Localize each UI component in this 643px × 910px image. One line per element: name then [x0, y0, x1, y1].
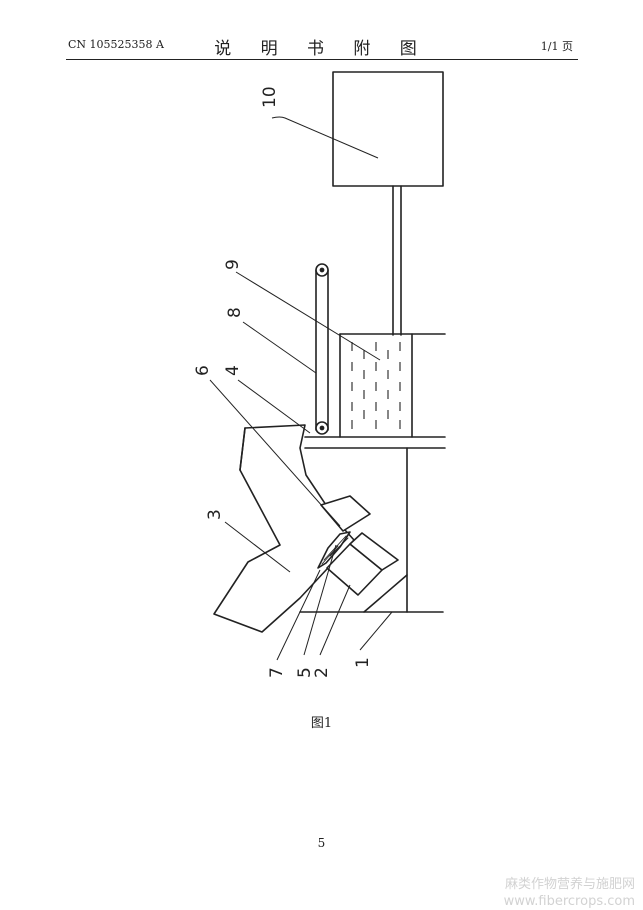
label-7: 7	[267, 667, 287, 678]
label-9: 9	[223, 259, 243, 270]
label-4: 4	[223, 365, 243, 376]
leader-lines	[209, 116, 393, 661]
watermark: 麻类作物营养与施肥网 www.fibercrops.com	[504, 876, 635, 910]
label-10: 10	[260, 86, 280, 108]
label-3: 3	[205, 509, 225, 520]
label-2: 2	[312, 667, 332, 678]
label-1: 1	[353, 657, 373, 668]
figure-caption: 图1	[310, 716, 333, 731]
component-5-plate	[320, 495, 371, 532]
chute-body	[213, 424, 355, 633]
document-title: 说 明 书 附 图	[214, 39, 429, 59]
page-number: 5	[317, 836, 326, 850]
component-10-box	[332, 71, 444, 187]
watermark-line-1: 麻类作物营养与施肥网	[504, 877, 635, 892]
belt-top-roller-axle	[319, 267, 325, 273]
publication-number: CN 105525358 A	[68, 38, 164, 51]
frame-brace	[363, 574, 408, 613]
label-6: 6	[193, 365, 213, 376]
component-2-bracket	[349, 532, 399, 571]
label-8: 8	[225, 307, 245, 318]
blade-hatch-2	[329, 537, 349, 557]
page-info: 1/1 页	[540, 40, 573, 53]
label-5: 5	[295, 667, 315, 678]
header-rule	[66, 59, 578, 60]
watermark-line-2: www.fibercrops.com	[503, 894, 635, 909]
belt-bottom-roller-axle	[319, 425, 325, 431]
liquid-fill	[351, 342, 401, 429]
chute-rim	[239, 427, 246, 471]
